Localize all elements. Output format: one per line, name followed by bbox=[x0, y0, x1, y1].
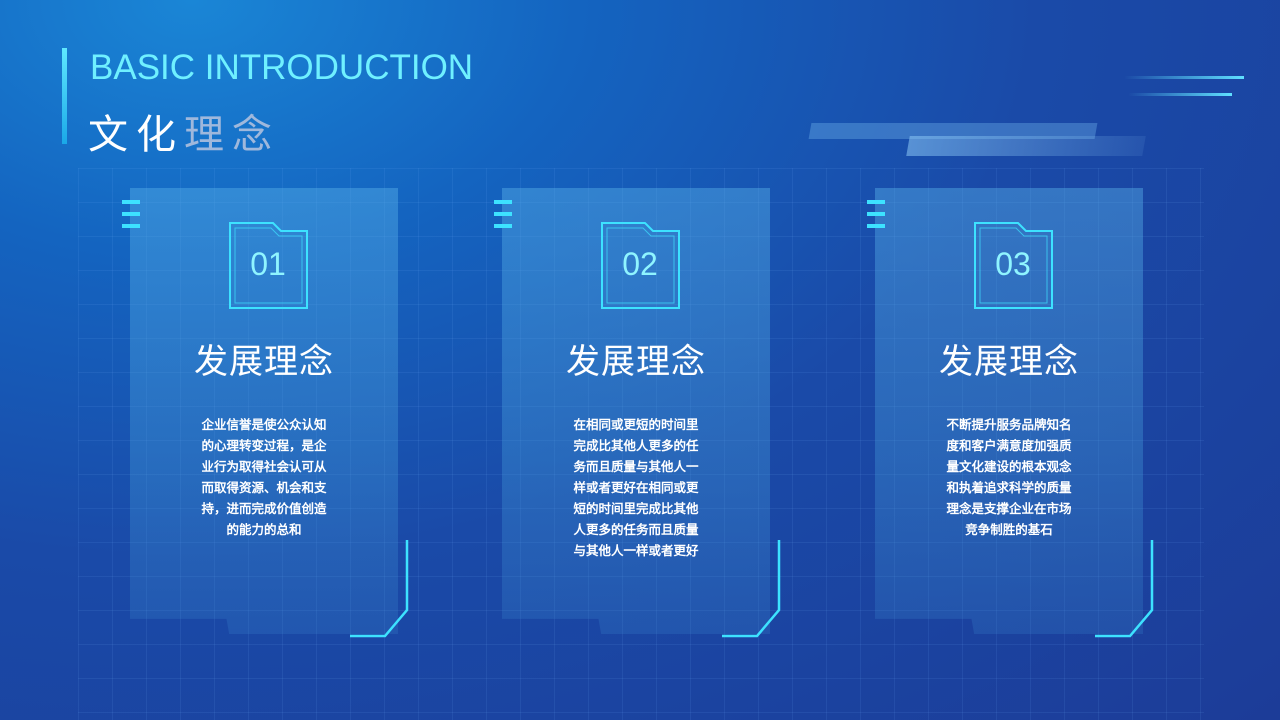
card-title: 发展理念 bbox=[194, 342, 334, 382]
background-grid bbox=[78, 168, 1204, 720]
card-title: 发展理念 bbox=[939, 342, 1079, 382]
decor-line bbox=[1124, 76, 1244, 79]
card-body: 不断提升服务品牌知名 度和客户满意度加强质 量文化建设的根本观念 和执着追求科学… bbox=[934, 414, 1084, 540]
page-title-english: BASIC INTRODUCTION bbox=[90, 48, 474, 87]
card-body-line: 竞争制胜的基石 bbox=[965, 522, 1053, 537]
card-body-line: 量文化建设的根本观念 bbox=[946, 459, 1072, 474]
card-body-line: 度和客户满意度加强质 bbox=[946, 438, 1072, 453]
page-title-part2: 理念 bbox=[184, 112, 280, 158]
title-accent-bar bbox=[62, 48, 67, 144]
menu-lines-icon bbox=[122, 200, 140, 236]
number-badge: 03 bbox=[974, 222, 1053, 309]
decor-line bbox=[1128, 93, 1232, 96]
corner-bracket-icon bbox=[722, 540, 781, 638]
corner-bracket-icon bbox=[350, 540, 409, 638]
card-body-line: 样或者更好在相同或更 bbox=[573, 480, 699, 495]
card-body-line: 完成比其他人更多的任 bbox=[573, 438, 699, 453]
card-body-line: 人更多的任务而且质量 bbox=[573, 522, 699, 537]
card-body-line: 务而且质量与其他人一 bbox=[573, 459, 699, 474]
folder-frame-icon bbox=[229, 222, 308, 309]
card-body-line: 在相同或更短的时间里 bbox=[573, 417, 699, 432]
card-body-line: 短的时间里完成比其他 bbox=[573, 501, 699, 516]
card-body: 在相同或更短的时间里 完成比其他人更多的任 务而且质量与其他人一 样或者更好在相… bbox=[561, 414, 711, 561]
card-body-line: 与其他人一样或者更好 bbox=[573, 543, 699, 558]
card-body-line: 而取得资源、机会和支 bbox=[201, 480, 327, 495]
card-body-line: 持，进而完成价值创造 bbox=[201, 501, 327, 516]
card-number: 02 bbox=[622, 245, 658, 282]
folder-frame-icon bbox=[974, 222, 1053, 309]
card-number: 01 bbox=[250, 245, 286, 282]
corner-bracket-icon bbox=[1095, 540, 1154, 638]
card-body-line: 业行为取得社会认可从 bbox=[201, 459, 327, 474]
concept-card-3 bbox=[875, 188, 1143, 634]
concept-card-1 bbox=[130, 188, 398, 634]
card-body-line: 的能力的总和 bbox=[226, 522, 302, 537]
card-body-line: 和执着追求科学的质量 bbox=[946, 480, 1072, 495]
number-badge: 02 bbox=[601, 222, 680, 309]
page-title-chinese: 文化理念 bbox=[88, 102, 280, 160]
card-body-line: 理念是支撑企业在市场 bbox=[946, 501, 1072, 516]
card-title: 发展理念 bbox=[566, 342, 706, 382]
card-body-line: 企业信誉是使公众认知 bbox=[201, 417, 327, 432]
page-title-part1: 文化 bbox=[88, 112, 184, 158]
card-body-line: 不断提升服务品牌知名 bbox=[946, 417, 1072, 432]
card-body-line: 的心理转变过程，是企 bbox=[201, 438, 327, 453]
card-body: 企业信誉是使公众认知 的心理转变过程，是企 业行为取得社会认可从 而取得资源、机… bbox=[189, 414, 339, 540]
menu-lines-icon bbox=[867, 200, 885, 236]
number-badge: 01 bbox=[229, 222, 308, 309]
folder-frame-icon bbox=[601, 222, 680, 309]
menu-lines-icon bbox=[494, 200, 512, 236]
concept-card-2 bbox=[502, 188, 770, 634]
decor-slab bbox=[906, 136, 1146, 156]
card-number: 03 bbox=[995, 245, 1031, 282]
